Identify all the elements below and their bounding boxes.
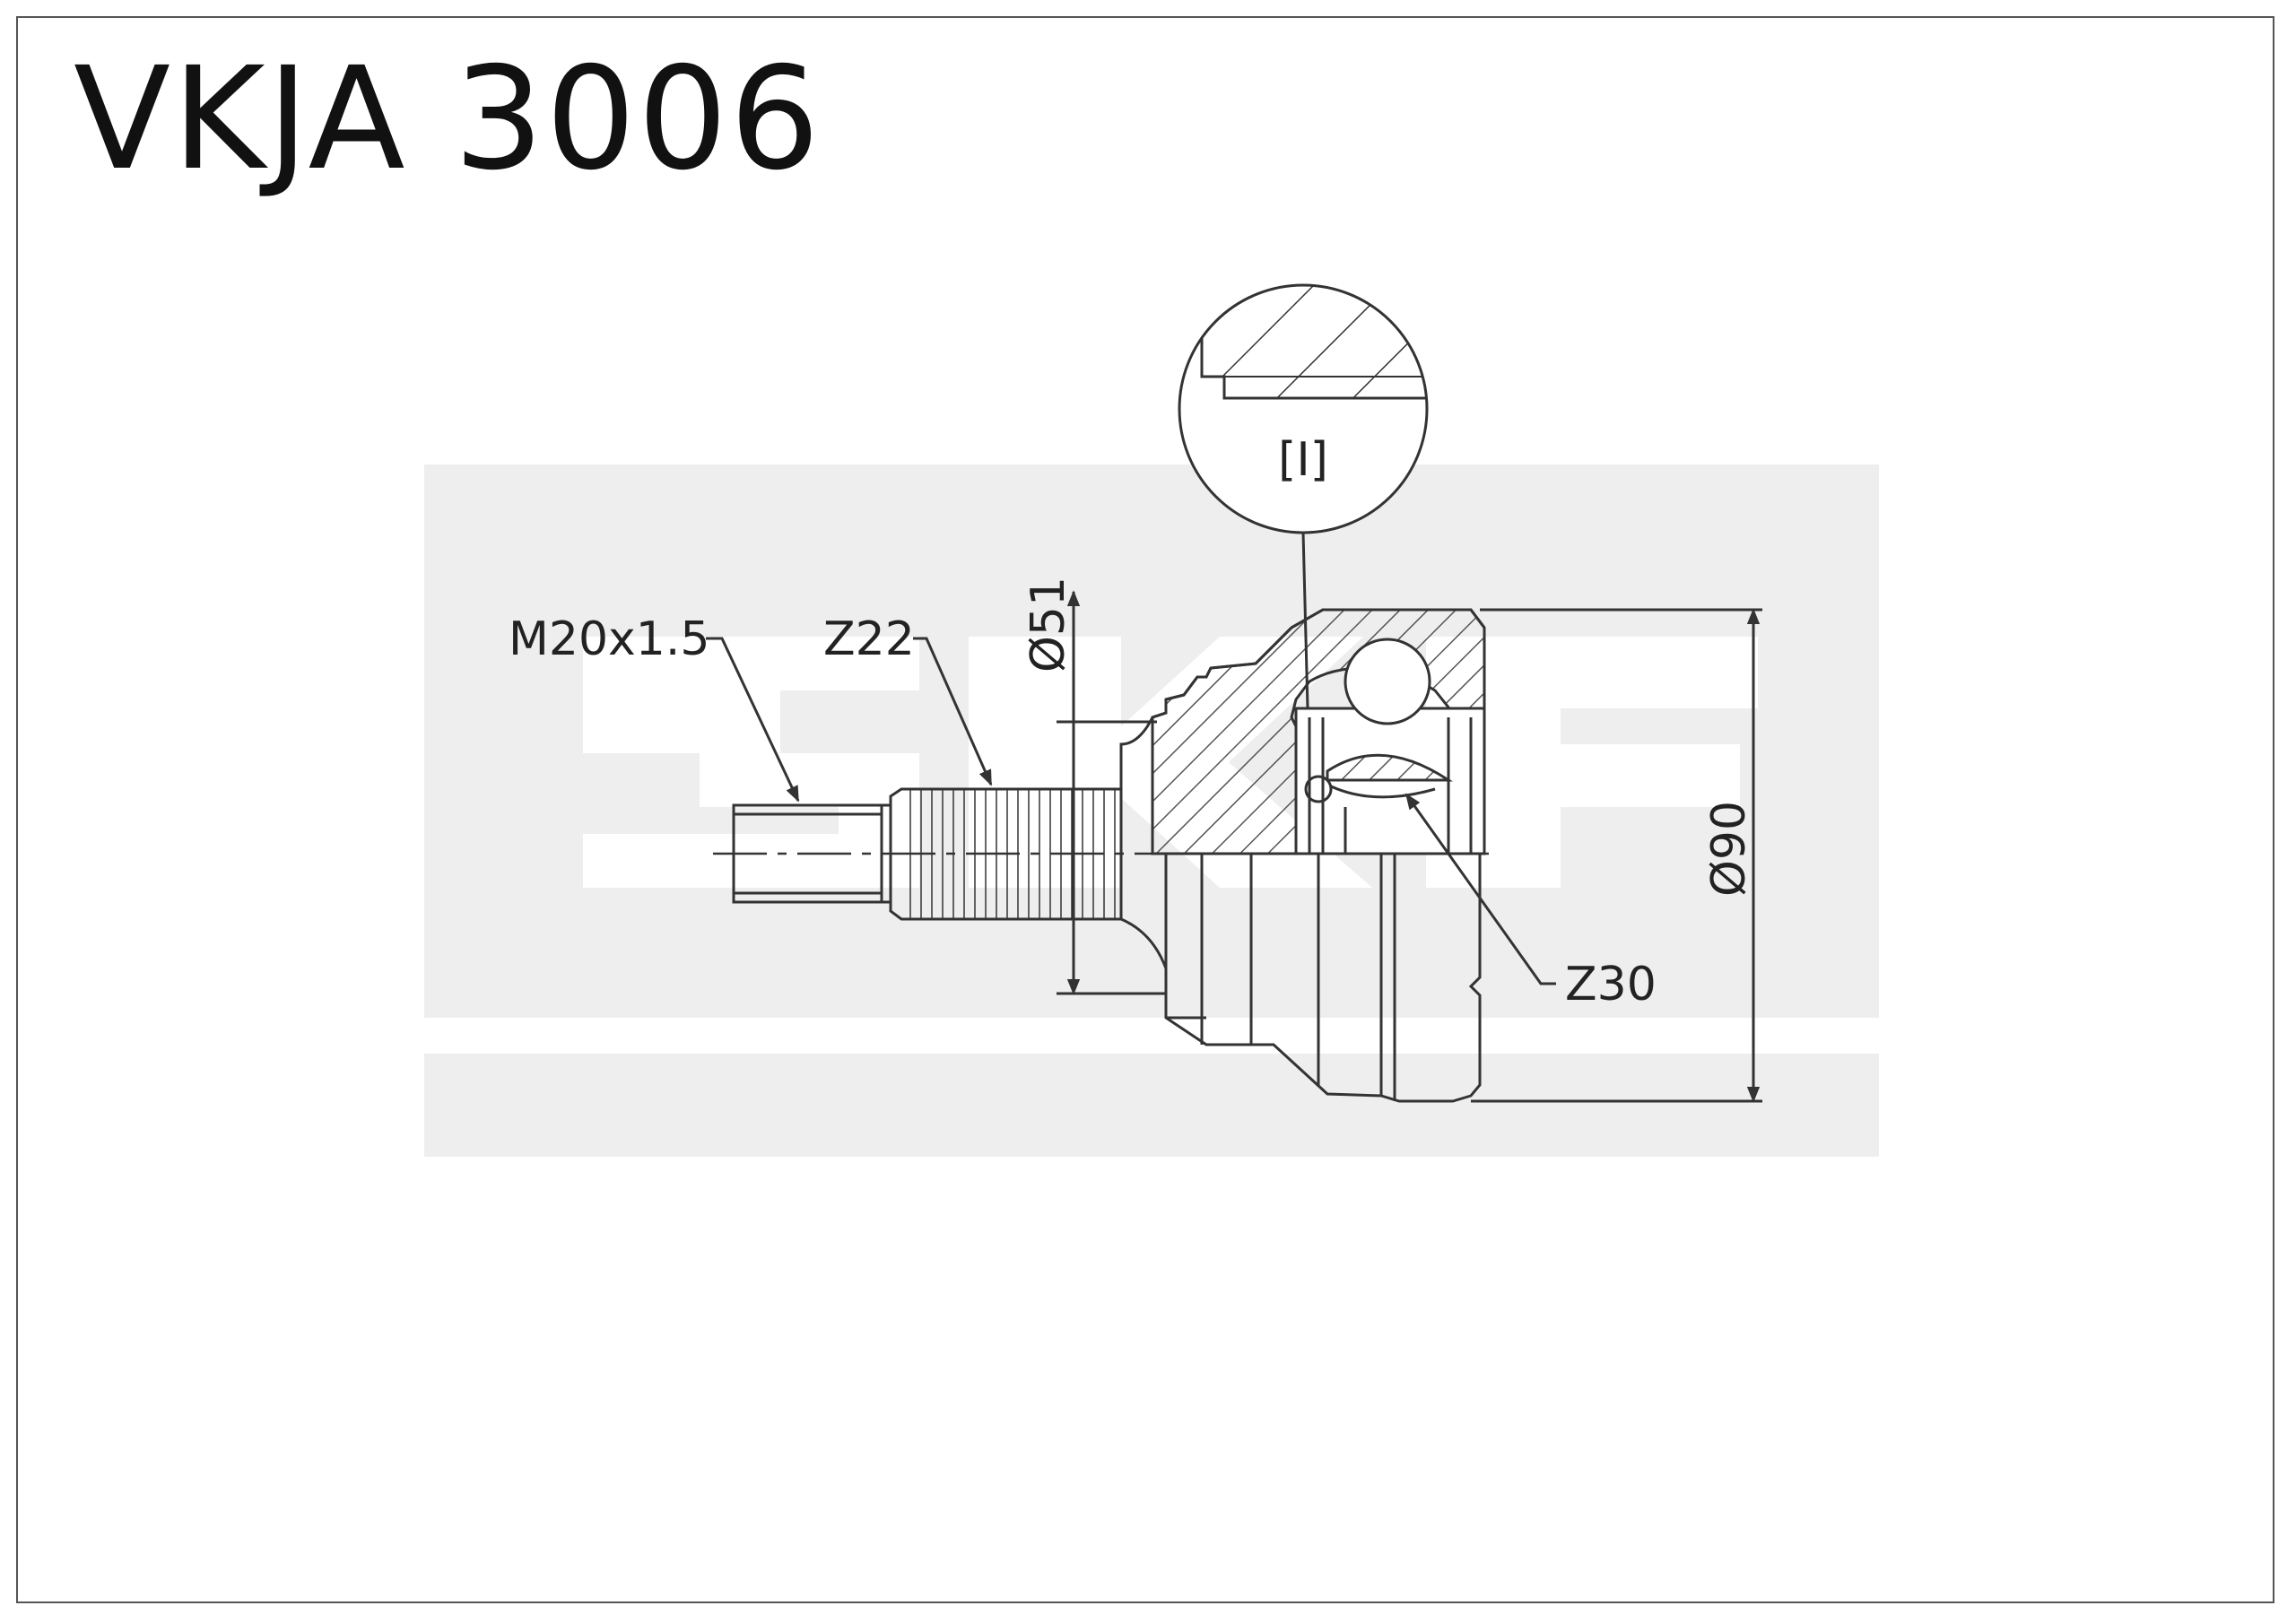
- dimension-d51: [1057, 590, 1166, 995]
- thread-label: M20x1.5: [509, 612, 710, 666]
- diameter-51-label: Ø51: [1022, 577, 1075, 673]
- outer-bell-housing: [1164, 854, 1482, 1103]
- splined-shaft: [889, 787, 1123, 921]
- part-number-title: VKJA 3006: [74, 37, 822, 202]
- thread-leader: [706, 637, 800, 803]
- bell-upper-outline: [1151, 608, 1486, 855]
- cv-joint-inner: [1294, 638, 1486, 855]
- detail-ref-label: [I]: [1278, 433, 1328, 487]
- spline-inner-label: Z30: [1565, 958, 1657, 1011]
- spline-shaft-leader: [913, 637, 993, 786]
- spline-shaft-label: Z22: [823, 612, 915, 666]
- dimension-d90: [1471, 608, 1762, 1103]
- spline-inner-leader: [1405, 793, 1556, 985]
- diameter-90-label: Ø90: [1702, 801, 1756, 897]
